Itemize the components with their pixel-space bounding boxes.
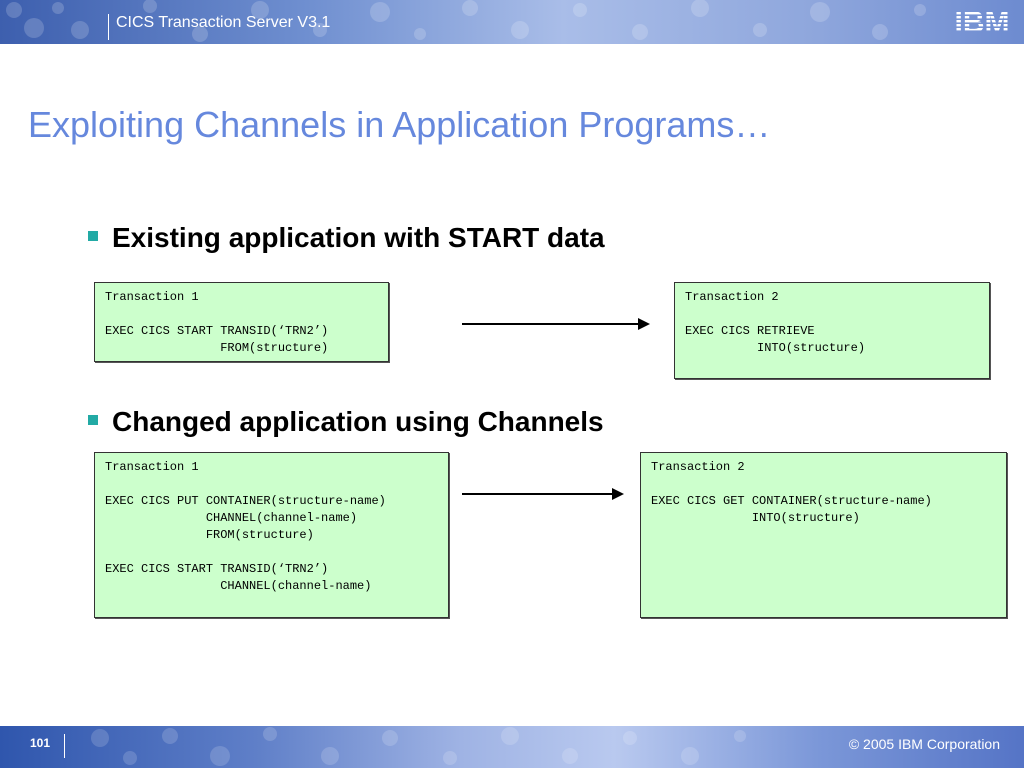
code-line: INTO(structure) [685, 341, 866, 355]
code-box-transaction-1-channel: Transaction 1 EXEC CICS PUT CONTAINER(st… [94, 452, 449, 618]
bullet-text: Changed application using Channels [112, 406, 604, 437]
code-line: CHANNEL(channel-name) [105, 579, 372, 593]
arrow-right-icon [462, 318, 650, 330]
header-divider [108, 14, 109, 40]
code-box-transaction-2-get-container: Transaction 2 EXEC CICS GET CONTAINER(st… [640, 452, 1007, 618]
code-line [105, 544, 438, 561]
code-line: FROM(structure) [105, 341, 329, 355]
header-decoration [6, 0, 926, 42]
code-line: CHANNEL(channel-name) [105, 511, 358, 525]
code-line: Transaction 2 [685, 290, 779, 304]
ibm-logo-text: IBM [955, 6, 1010, 36]
bullet-text: Existing application with START data [112, 222, 605, 253]
header-band: CICS Transaction Server V3.1 IBM [0, 0, 1024, 44]
code-box-transaction-1-start: Transaction 1 EXEC CICS START TRANSID(‘T… [94, 282, 389, 362]
footer-decoration [91, 727, 746, 766]
code-line [105, 306, 378, 323]
code-line [105, 476, 438, 493]
code-line: Transaction 1 [105, 290, 199, 304]
code-line: EXEC CICS PUT CONTAINER(structure-name) [105, 494, 386, 508]
footer-band: 101 © 2005 IBM Corporation [0, 726, 1024, 768]
code-line [685, 306, 979, 323]
code-line: EXEC CICS GET CONTAINER(structure-name) [651, 494, 932, 508]
ibm-logo: IBM [955, 6, 1010, 36]
product-title: CICS Transaction Server V3.1 [116, 14, 331, 31]
page-number: 101 [30, 736, 51, 750]
code-box-transaction-2-retrieve: Transaction 2 EXEC CICS RETRIEVE INTO(st… [674, 282, 990, 379]
code-line: EXEC CICS START TRANSID(‘TRN2’) [105, 562, 329, 576]
code-line: Transaction 2 [651, 460, 745, 474]
bullet-existing-application: Existing application with START data [88, 222, 605, 254]
code-line: Transaction 1 [105, 460, 199, 474]
code-line: EXEC CICS RETRIEVE [685, 324, 815, 338]
code-line [651, 476, 996, 493]
footer-divider [64, 734, 65, 758]
arrow-right-icon [462, 488, 624, 500]
bullet-marker [88, 230, 98, 241]
code-line: FROM(structure) [105, 528, 314, 542]
copyright-text: © 2005 IBM Corporation [848, 736, 1000, 752]
code-line: EXEC CICS START TRANSID(‘TRN2’) [105, 324, 329, 338]
bullet-marker [88, 414, 98, 425]
slide-title: Exploiting Channels in Application Progr… [28, 104, 771, 145]
code-line: INTO(structure) [651, 511, 860, 525]
bullet-changed-application: Changed application using Channels [88, 406, 604, 438]
